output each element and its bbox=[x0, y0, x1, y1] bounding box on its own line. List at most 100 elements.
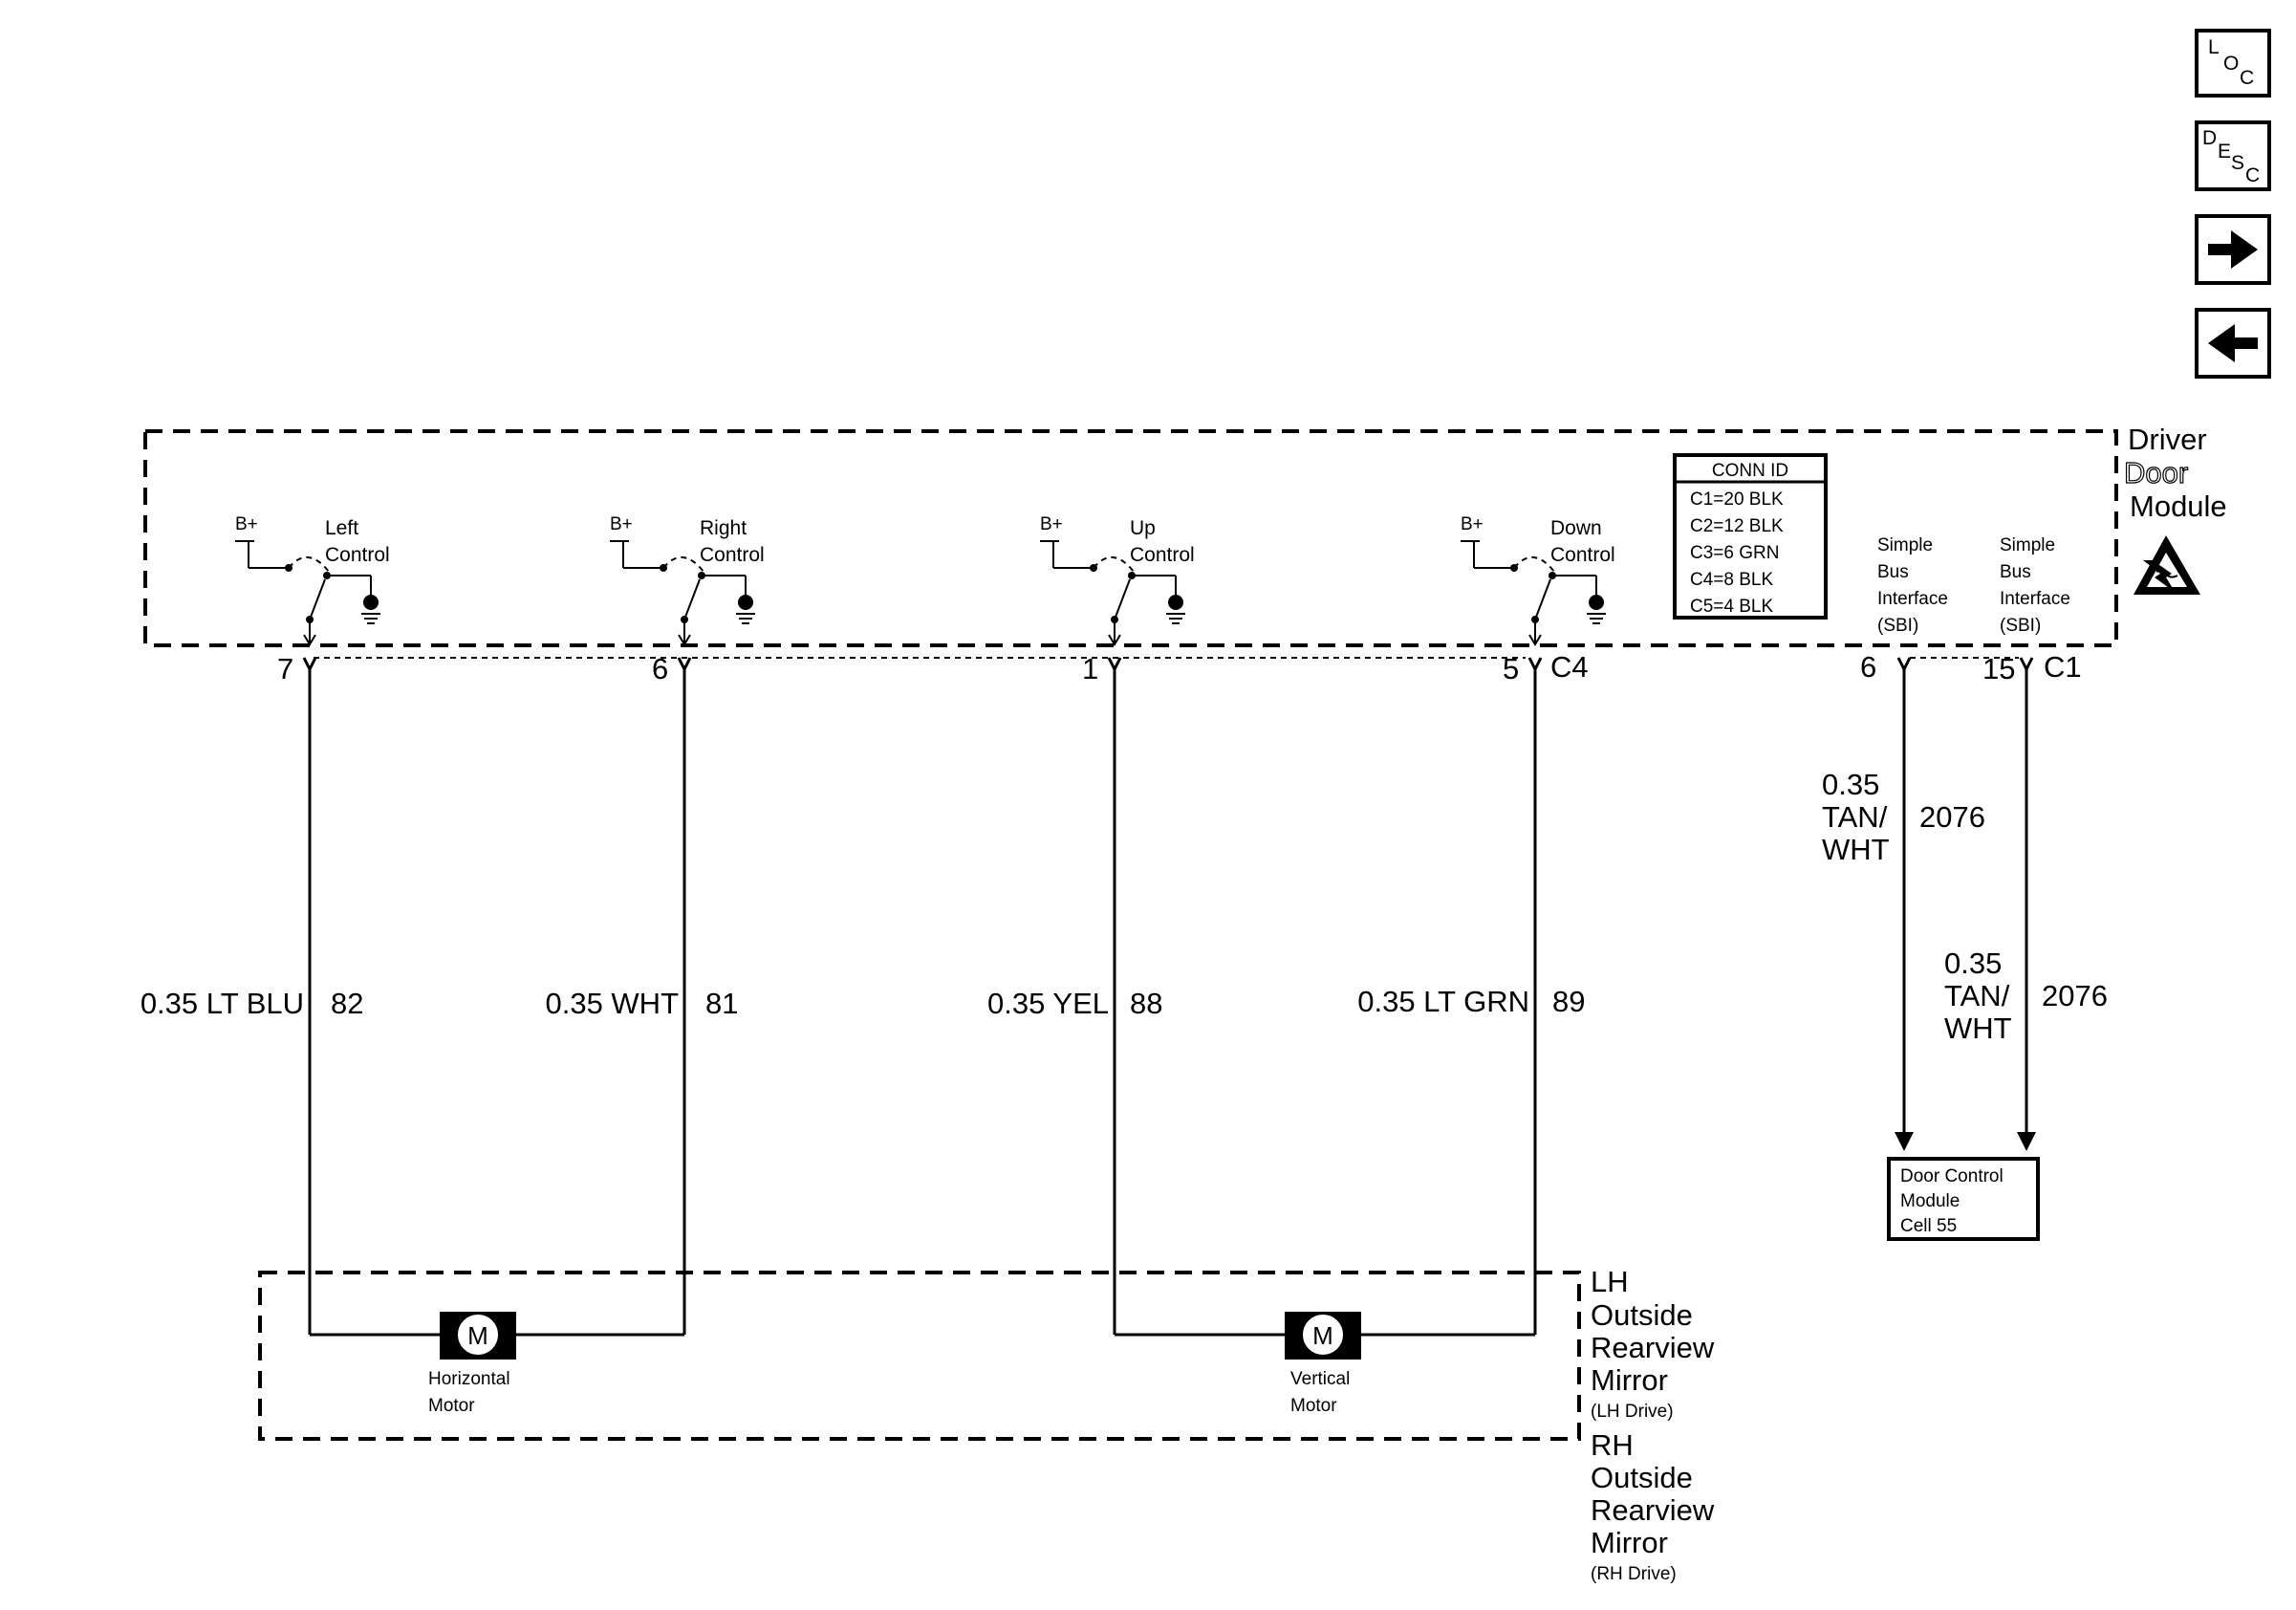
mirror-rh-line3: Rearview bbox=[1591, 1493, 1715, 1527]
sbi-label-line: Bus bbox=[1877, 562, 1909, 582]
b-plus-label: B+ bbox=[1461, 514, 1484, 534]
loc-letter-l: L bbox=[2208, 36, 2220, 58]
arrow-right-icon bbox=[2208, 230, 2258, 269]
switch-label-line1: Left bbox=[325, 517, 358, 539]
mirror-lh-line4: Mirror bbox=[1591, 1363, 1668, 1397]
circuit-number-label: 81 bbox=[705, 987, 738, 1020]
desc-letter-c: C bbox=[2245, 164, 2260, 186]
sbi-label-line: Interface bbox=[1877, 589, 1948, 609]
switch-label-line2: Control bbox=[325, 544, 390, 566]
mirror-lh-line3: Rearview bbox=[1591, 1331, 1715, 1364]
sbi-pin-number: 15 bbox=[1982, 652, 2015, 685]
motor-label-line2: Motor bbox=[428, 1396, 475, 1416]
conn-id-table: CONN ID C1=20 BLK C2=12 BLK C3=6 GRN C4=… bbox=[1673, 453, 1828, 620]
connector-c4-label: C4 bbox=[1550, 650, 1589, 684]
esd-warning-icon bbox=[2134, 535, 2200, 595]
connector-c1-label: C1 bbox=[2044, 650, 2082, 684]
motor-label-line1: Horizontal bbox=[428, 1369, 510, 1389]
module-label-line2: Door bbox=[2124, 456, 2188, 490]
sbi-circuit-number: 2076 bbox=[1919, 800, 1985, 834]
sbi-wire-color: TAN/ bbox=[1822, 800, 1888, 834]
connector-pin-symbol bbox=[1896, 657, 1912, 673]
ground-icon bbox=[738, 595, 753, 610]
driver-door-module-boundary bbox=[143, 429, 2118, 647]
lh-mirror-label: LH Outside Rearview Mirror (LH Drive) bbox=[1591, 1265, 1715, 1422]
loc-letter-o: O bbox=[2223, 53, 2239, 75]
arrow-left-icon bbox=[2208, 324, 2258, 362]
mirror-rh-line5: (RH Drive) bbox=[1591, 1564, 1677, 1584]
desc-letter-d: D bbox=[2202, 127, 2217, 149]
switch-linkage bbox=[1093, 556, 1135, 573]
mirror-lh-line2: Outside bbox=[1591, 1298, 1693, 1332]
switch-contact bbox=[1128, 572, 1136, 579]
sbi-label-line: Bus bbox=[2000, 562, 2031, 582]
b-plus-label: B+ bbox=[1040, 514, 1063, 534]
switch-contact bbox=[698, 572, 705, 579]
sbi-pin-number: 6 bbox=[1860, 650, 1876, 684]
door-control-module-link[interactable]: Door Control Module Cell 55 bbox=[1887, 1157, 2040, 1241]
conn-id-row: C1=20 BLK bbox=[1690, 490, 1784, 510]
connector-pin-symbol bbox=[677, 657, 692, 673]
sbi-label-line: (SBI) bbox=[2000, 616, 2041, 636]
sbi-label-line: Simple bbox=[2000, 535, 2055, 555]
wire-color-label: 0.35 YEL bbox=[987, 987, 1109, 1020]
desc-letter-s: S bbox=[2231, 152, 2244, 174]
circuit-number-label: 82 bbox=[331, 987, 363, 1020]
desc-button[interactable]: D E S C bbox=[2195, 120, 2271, 191]
sbi-circuit-number: 2076 bbox=[2042, 979, 2108, 1012]
connector-pin-number: 5 bbox=[1503, 652, 1519, 685]
sbi-label-line: Simple bbox=[1877, 535, 1933, 555]
switch-blade bbox=[1114, 578, 1131, 620]
loc-button[interactable]: L O C bbox=[2195, 29, 2271, 98]
b-plus-label: B+ bbox=[235, 514, 258, 534]
switch-label-line1: Right bbox=[700, 517, 747, 539]
switch-blade bbox=[683, 578, 701, 620]
motor-label-line2: Motor bbox=[1290, 1396, 1337, 1416]
switch-linkage bbox=[1513, 556, 1555, 573]
module-label-line3: Module bbox=[2130, 490, 2227, 523]
desc-letter-e: E bbox=[2218, 141, 2231, 163]
motor-symbol: M bbox=[1312, 1321, 1333, 1350]
connector-pin-number: 1 bbox=[1082, 652, 1098, 685]
prev-button[interactable] bbox=[2195, 308, 2271, 379]
switch-contact bbox=[1549, 572, 1556, 579]
horizontal-motor: M Horizontal Motor bbox=[310, 1312, 684, 1416]
wire-arrow bbox=[1895, 1132, 1914, 1151]
switch-label-line2: Control bbox=[700, 544, 765, 566]
sbi-wire-gauge: 0.35 bbox=[1822, 768, 1879, 801]
mirror-lh-line5: (LH Drive) bbox=[1591, 1402, 1674, 1422]
switch-contact bbox=[323, 572, 331, 579]
dcm-line2: Module bbox=[1900, 1191, 1960, 1211]
sbi-wire-color: TAN/ bbox=[1944, 979, 2010, 1012]
sbi-label-line: (SBI) bbox=[1877, 616, 1918, 636]
switch-linkage bbox=[288, 556, 330, 573]
connector-pin-number: 7 bbox=[277, 652, 293, 685]
connector-pin-symbol bbox=[1107, 657, 1122, 673]
switch-label-line1: Up bbox=[1130, 517, 1156, 539]
loc-letter-c: C bbox=[2240, 67, 2254, 89]
switch-linkage bbox=[662, 556, 704, 573]
switch-lead-arrow bbox=[1108, 634, 1121, 646]
conn-id-row: C2=12 BLK bbox=[1690, 516, 1784, 536]
wire-color-label: 0.35 LT GRN bbox=[1357, 985, 1529, 1018]
ground-icon bbox=[1589, 595, 1604, 610]
sbi-wire-color2: WHT bbox=[1944, 1012, 2012, 1045]
connector-pin-symbol bbox=[1527, 657, 1543, 673]
switch-blade bbox=[309, 578, 326, 620]
ground-icon bbox=[1168, 595, 1183, 610]
sbi-wire-gauge: 0.35 bbox=[1944, 946, 2002, 980]
wire-color-label: 0.35 WHT bbox=[545, 987, 679, 1020]
mirror-rh-line2: Outside bbox=[1591, 1461, 1693, 1494]
sbi-label-line: Interface bbox=[2000, 589, 2070, 609]
next-button[interactable] bbox=[2195, 214, 2271, 285]
dcm-line3: Cell 55 bbox=[1900, 1216, 1957, 1236]
sbi-left: Simple Bus Interface (SBI) 6 0.35 TAN/ W… bbox=[1822, 535, 1985, 1151]
conn-id-title: CONN ID bbox=[1712, 461, 1788, 481]
mirror-lh-line1: LH bbox=[1591, 1265, 1629, 1298]
circuit-number-label: 89 bbox=[1552, 985, 1585, 1018]
dcm-line1: Door Control bbox=[1900, 1166, 2004, 1186]
sbi-wire-color2: WHT bbox=[1822, 833, 1890, 866]
